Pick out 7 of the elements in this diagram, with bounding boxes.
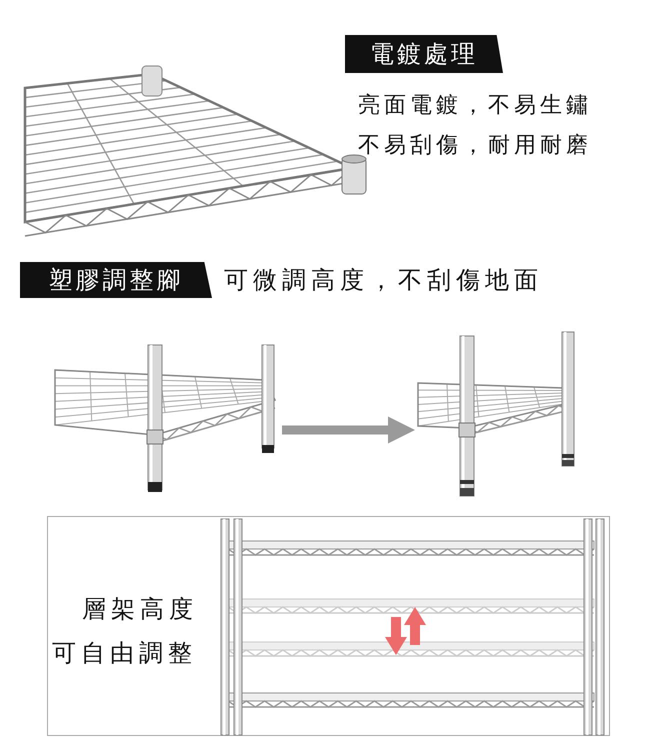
label-tag: 電鍍處理: [345, 35, 503, 73]
arrow: [282, 416, 415, 444]
label-tag: 塑膠調整腳: [20, 262, 212, 298]
description-text: 亮面電鍍，不易生鏽不易刮傷，耐用耐磨: [358, 92, 593, 160]
feature-panel: [47, 516, 610, 736]
panel-text: 層架高度可自由調整: [52, 594, 199, 669]
description-text: 可微調高度，不刮傷地面: [224, 265, 544, 296]
